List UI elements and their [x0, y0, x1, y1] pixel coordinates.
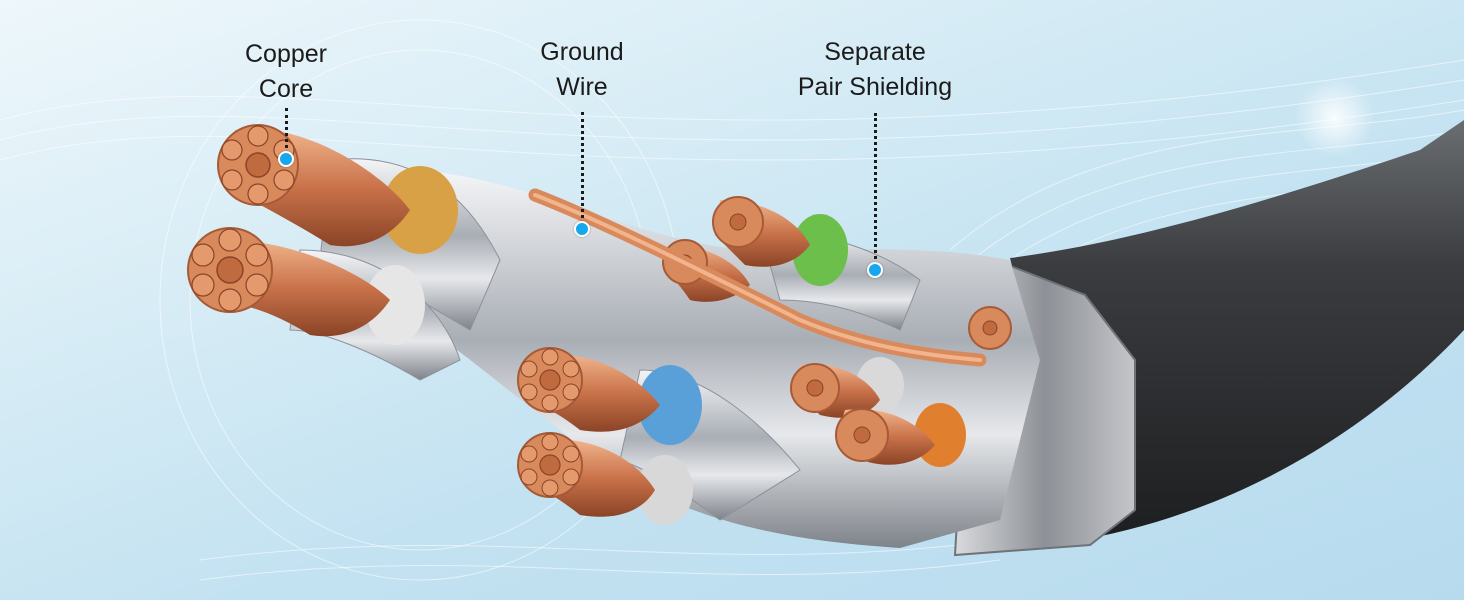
copper-core-marker: [278, 151, 294, 167]
copper-core-leader-line: [285, 108, 288, 154]
pair-shielding-label-line2: Pair Shielding: [797, 73, 953, 101]
pair-shielding-label: Separate Pair Shielding: [775, 35, 975, 105]
ground-wire-highlight: [533, 193, 982, 362]
copper-core-label-line1: Copper: [245, 40, 327, 68]
copper-core-label: Copper Core: [226, 37, 346, 107]
ground-wire-leader-line: [581, 112, 584, 224]
ground-wire-label: Ground Wire: [520, 35, 644, 105]
pair-shielding-marker: [867, 262, 883, 278]
light-flare: [1295, 78, 1375, 158]
ground-wire-label-line2: Wire: [556, 73, 608, 101]
copper-core-label-line2: Core: [258, 75, 314, 103]
pair-insulation: [365, 166, 966, 525]
background-waves: [0, 19, 1464, 581]
ground-wire-label-line1: Ground: [540, 38, 624, 66]
pair-shielding-leader-line: [874, 113, 877, 265]
ground-wire-marker: [574, 221, 590, 237]
pair-shielding-label-line1: Separate: [824, 38, 926, 66]
